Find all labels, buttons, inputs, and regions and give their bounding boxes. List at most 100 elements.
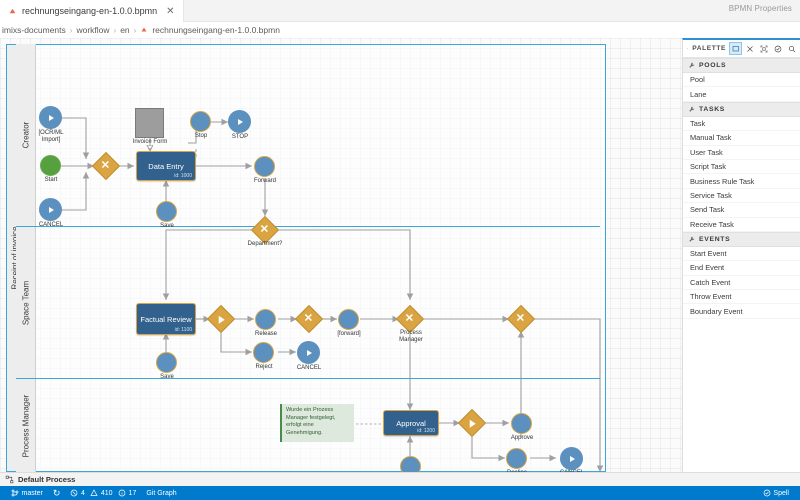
data-object-invoice-form[interactable] <box>135 108 164 138</box>
event-start[interactable] <box>40 155 61 176</box>
event-decline[interactable] <box>506 448 527 469</box>
link-event-arrow-icon <box>570 455 575 462</box>
label-cancel-manager: CANCEL <box>544 470 600 472</box>
diagram-canvas[interactable]: Receipt of invoice Creator Space Team Pr… <box>0 38 800 472</box>
palette-item-pool[interactable]: Pool <box>683 73 800 88</box>
bottom-panel[interactable]: Default Process <box>0 472 800 486</box>
event-save-team[interactable] <box>156 352 177 373</box>
label-start: Start <box>44 177 58 183</box>
fit-to-screen-icon[interactable] <box>758 43 769 54</box>
palette-item-start-event[interactable]: Start Event <box>683 247 800 262</box>
status-right-group: Spell <box>758 489 794 497</box>
label-save-team: Save <box>160 374 174 380</box>
sync-icon: ↻ <box>52 487 61 498</box>
parallel-gateway-icon: ✕ <box>516 312 526 325</box>
palette-item-user-task[interactable]: User Task <box>683 146 800 160</box>
palette-item-service-task[interactable]: Service Task <box>683 189 800 204</box>
palette-item-script-task[interactable]: Script Task <box>683 160 800 175</box>
palette-panel[interactable]: PALETTE <box>682 38 800 472</box>
palette-item-boundary-event[interactable]: Boundary Event <box>683 304 800 319</box>
lane-label-process-manager: Process Manager <box>21 394 30 457</box>
text-annotation[interactable]: Wurde ein Prozess Manager festgelegt, er… <box>280 404 354 442</box>
task-data-entry[interactable]: Data Entry id: 1000 <box>136 151 196 181</box>
palette-group-events[interactable]: EVENTS <box>683 231 800 247</box>
status-problems[interactable]: 4 410 17 <box>65 489 141 497</box>
link-event-arrow-icon <box>49 114 54 121</box>
breadcrumb-item-1[interactable]: workflow <box>76 25 110 35</box>
palette-group-tasks[interactable]: TASKS <box>683 101 800 117</box>
palette-item-manual-task[interactable]: Manual Task <box>683 131 800 146</box>
bpmn-file-icon <box>141 27 147 32</box>
task-label-approval: Approval <box>396 418 426 428</box>
event-approve[interactable] <box>511 413 532 434</box>
parallel-gateway-icon: ✕ <box>304 312 314 325</box>
status-sync[interactable]: ↻ <box>48 488 66 499</box>
palette-item-receive-task[interactable]: Receive Task <box>683 218 800 232</box>
link-event-arrow-icon <box>307 349 312 356</box>
event-ocr-import[interactable] <box>39 106 62 129</box>
close-icon[interactable] <box>744 43 755 54</box>
event-forward-creator[interactable] <box>254 156 275 177</box>
search-icon[interactable] <box>786 43 797 54</box>
palette-group-title: EVENTS <box>699 235 731 243</box>
palette-item-business-rule-task[interactable]: Business Rule Task <box>683 174 800 189</box>
parallel-gateway-icon: ✕ <box>260 223 270 236</box>
event-cancel-creator[interactable] <box>39 198 62 221</box>
task-id-data-entry: id: 1000 <box>174 173 192 179</box>
label-reject: Reject <box>255 364 273 370</box>
branch-name: master <box>21 489 43 497</box>
event-stop-end[interactable] <box>228 110 251 133</box>
status-bar: master ↻ 4 410 17 Git Graph <box>0 486 800 500</box>
task-factual-review[interactable]: Factual Review id: 1100 <box>136 303 196 335</box>
palette-group-title: POOLS <box>699 62 727 69</box>
lane-header-creator: Creator <box>16 44 36 226</box>
status-git-graph[interactable]: Git Graph <box>141 490 181 497</box>
label-department-gateway: Department? <box>247 241 283 247</box>
palette-item-throw-event[interactable]: Throw Event <box>683 290 800 305</box>
event-save-creator[interactable] <box>156 201 177 222</box>
event-release[interactable] <box>255 309 276 330</box>
bpmn-file-icon <box>9 8 16 13</box>
error-icon <box>71 489 78 497</box>
event-gateway-icon <box>218 315 225 324</box>
palette-item-end-event[interactable]: End Event <box>683 261 800 276</box>
palette-item-lane[interactable]: Lane <box>683 87 800 102</box>
event-reject[interactable] <box>253 342 274 363</box>
task-id-approval: id: 1200 <box>417 428 435 434</box>
tab-close-button[interactable]: ✕ <box>166 5 175 17</box>
palette-item-catch-event[interactable]: Catch Event <box>683 276 800 291</box>
lane-header-process-manager: Process Manager <box>16 379 36 472</box>
palette-group-pools[interactable]: POOLS <box>683 58 800 73</box>
breadcrumb-item-3[interactable]: rechnungseingang-en-1.0.0.bpmn <box>152 25 280 35</box>
tab-rechnungseingang[interactable]: rechnungseingang-en-1.0.0.bpmn ✕ <box>0 0 184 22</box>
palette-item-send-task[interactable]: Send Task <box>683 203 800 218</box>
palette-item-task[interactable]: Task <box>683 117 800 132</box>
breadcrumb-item-2[interactable]: en <box>120 25 130 35</box>
event-cancel-manager[interactable] <box>560 447 583 470</box>
breadcrumb: imixs-documents › workflow › en › rechnu… <box>0 22 800 38</box>
spell-label: Spell <box>773 489 789 497</box>
event-stop[interactable] <box>190 111 211 132</box>
lane-process-manager[interactable]: Process Manager <box>16 378 600 472</box>
source-control-icon <box>11 489 19 497</box>
error-count: 4 <box>80 489 85 497</box>
breadcrumb-item-0[interactable]: imixs-documents <box>2 25 66 35</box>
label-save-creator: Save <box>160 223 174 229</box>
parallel-gateway-icon: ✕ <box>101 159 111 172</box>
label-process-manager-gateway: Process Manager <box>399 330 423 343</box>
validate-icon[interactable] <box>772 43 783 54</box>
event-cancel-team[interactable] <box>297 341 320 364</box>
event-forward-team[interactable] <box>338 309 359 330</box>
link-event-arrow-icon <box>238 118 243 125</box>
label-cancel-creator: CANCEL <box>38 222 64 228</box>
event-save-manager[interactable] <box>400 456 421 472</box>
wrench-icon <box>689 236 695 242</box>
label-stop-end: STOP <box>231 134 249 140</box>
lane-space-team[interactable]: Space Team <box>16 226 600 378</box>
status-branch[interactable]: master <box>6 489 48 497</box>
select-tool-icon[interactable] <box>729 42 742 55</box>
status-spell[interactable]: Spell <box>758 489 794 497</box>
lane-header-space-team: Space Team <box>16 227 36 378</box>
task-approval[interactable]: Approval id: 1200 <box>383 410 439 436</box>
lane-creator[interactable]: Creator <box>16 44 600 226</box>
